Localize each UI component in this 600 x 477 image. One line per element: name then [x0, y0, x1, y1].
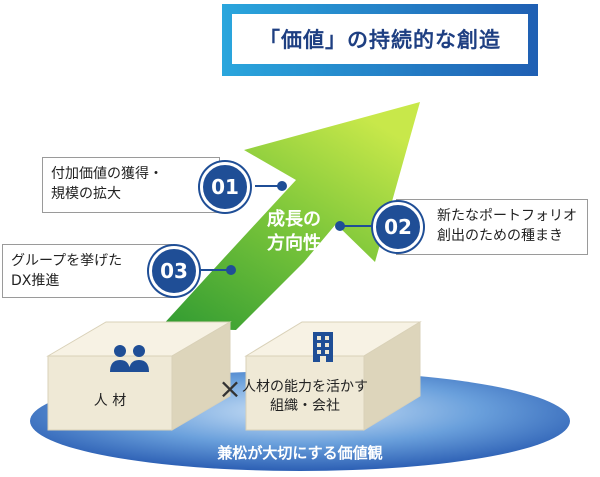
callout-03-line2: DX推進	[11, 273, 60, 289]
right-block-label: 人材の能力を活かす 組織・会社	[242, 378, 368, 416]
callout-03: グループを挙げた DX推進	[2, 244, 172, 298]
left-block-label: 人 材	[93, 393, 127, 409]
people-icon	[110, 345, 149, 372]
badge-02: 02	[373, 202, 423, 252]
arrow-label-line2: 方向性	[267, 233, 321, 254]
callout-01-line2: 規模の拡大	[51, 186, 121, 202]
badge-03: 03	[149, 246, 199, 296]
connector-dot-02	[335, 221, 345, 231]
right-block-side	[363, 321, 421, 431]
growth-arrow	[160, 102, 420, 330]
arrow-label-line1: 成長の	[267, 209, 321, 230]
right-block-line2: 組織・会社	[270, 398, 340, 414]
left-block-side	[171, 321, 231, 431]
callout-03-line1: グループを挙げた	[11, 253, 123, 269]
building-icon	[313, 332, 333, 362]
arrow-label: 成長の 方向性	[254, 208, 334, 256]
callout-02: 新たなポートフォリオ 創出のための種まき	[396, 199, 588, 255]
badge-01: 01	[200, 162, 250, 212]
cross-symbol: ×	[218, 372, 242, 405]
right-block-line1: 人材の能力を活かす	[242, 379, 368, 395]
connector-dot-01	[277, 181, 287, 191]
diagram-title: 「価値」の持続的な創造	[232, 14, 528, 64]
connector-dot-03	[226, 265, 236, 275]
callout-01-line1: 付加価値の獲得・	[51, 166, 163, 182]
base-label: 兼松が大切にする価値観	[217, 444, 383, 462]
callout-02-line1: 新たなポートフォリオ	[437, 208, 577, 224]
callout-02-line2: 創出のための種まき	[437, 228, 563, 244]
callout-01: 付加価値の獲得・ 規模の拡大	[42, 157, 220, 213]
